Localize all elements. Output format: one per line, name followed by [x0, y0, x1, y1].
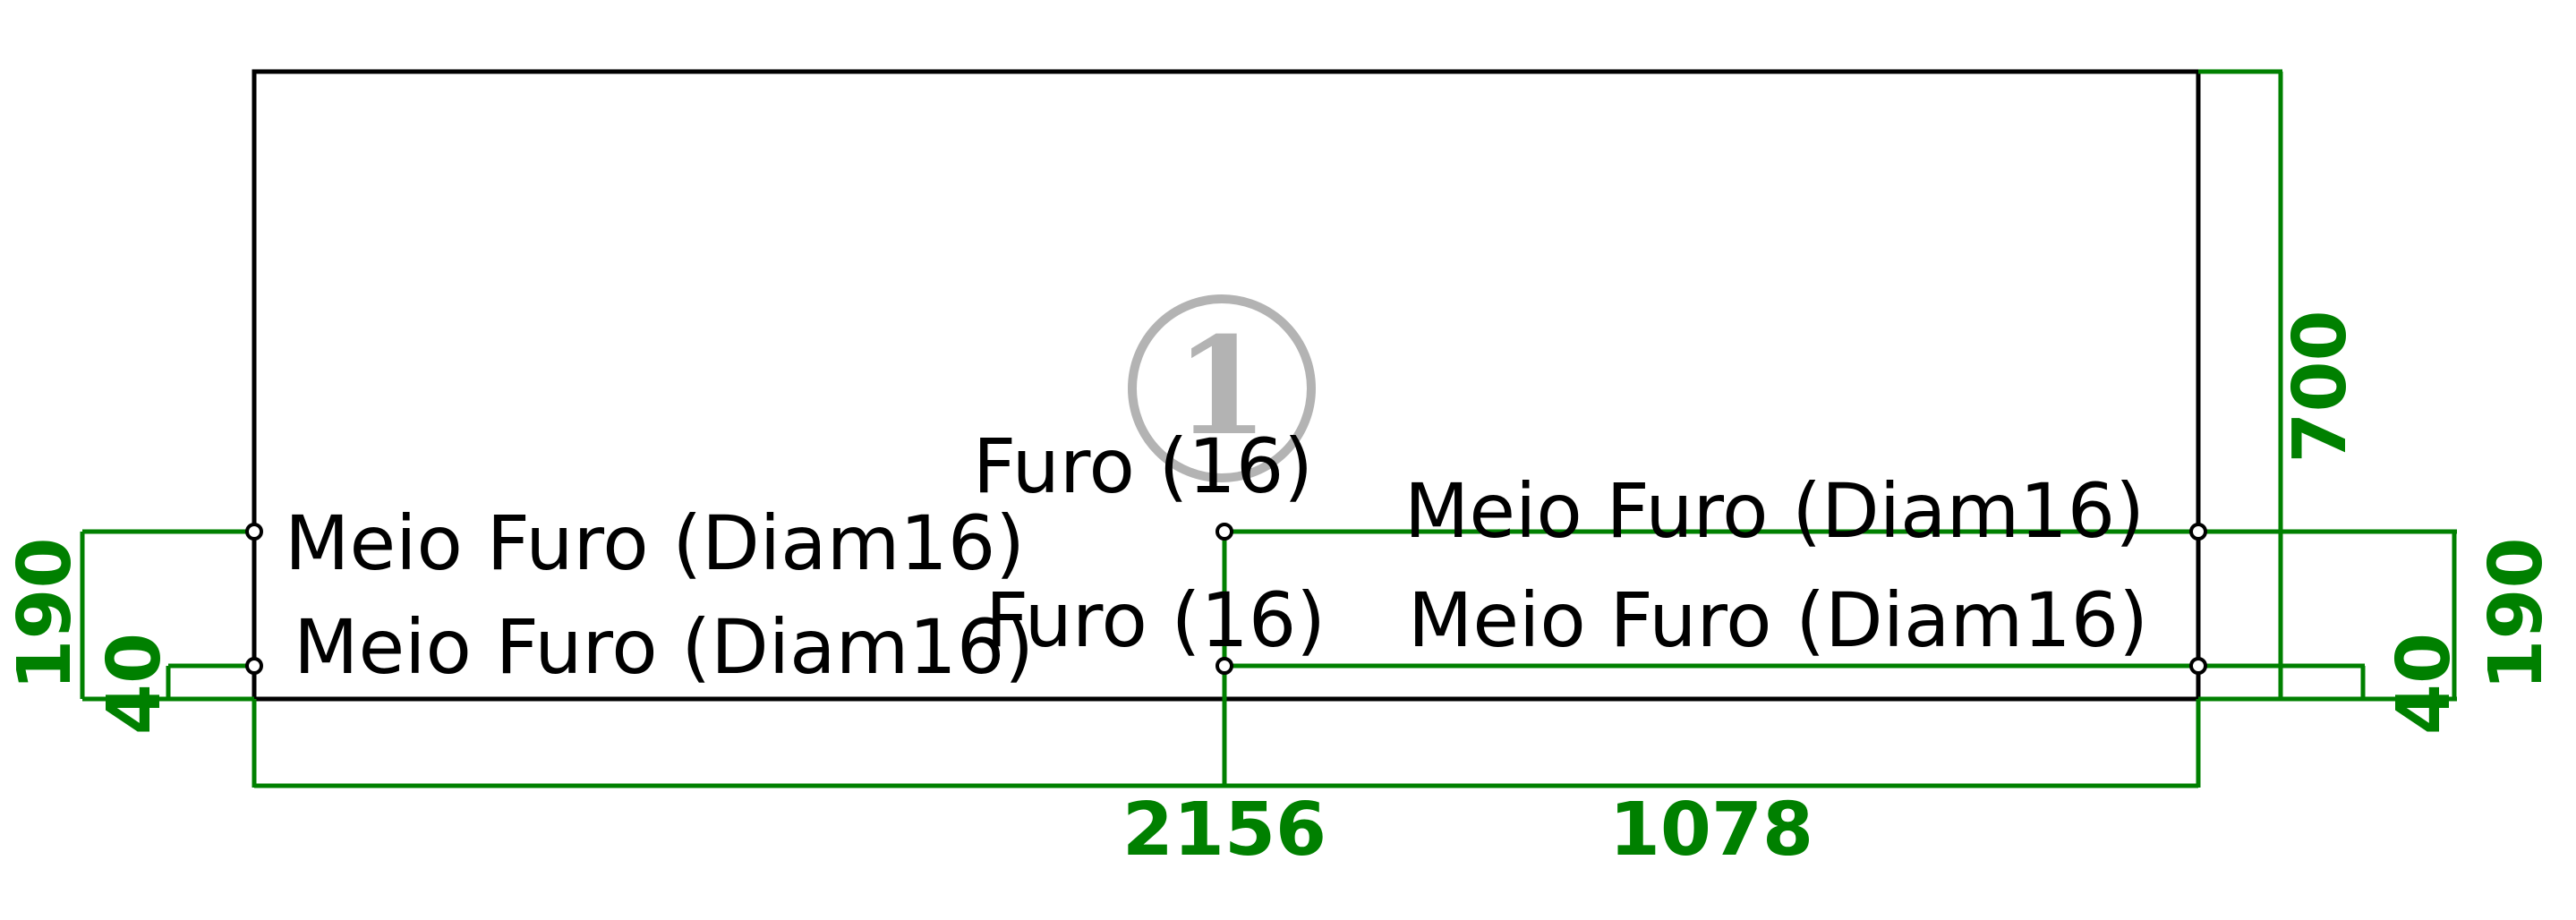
- hole-left-upper: Meio Furo (Diam16): [245, 499, 1025, 587]
- dimension-right-lower: 40: [2360, 633, 2467, 735]
- dimension-right-lower-label: 40: [2382, 633, 2467, 735]
- hole-right-upper: Meio Furo (Diam16): [1404, 467, 2207, 555]
- hole-label: Meio Furo (Diam16): [294, 603, 1034, 691]
- dimension-height-label: 700: [2278, 310, 2363, 463]
- dimension-height: 700: [2198, 69, 2457, 702]
- dimension-half-width-label: 1078: [1609, 788, 1813, 873]
- hole-left-lower: Meio Furo (Diam16): [245, 603, 1034, 691]
- hole-right-lower: Meio Furo (Diam16): [1408, 576, 2207, 675]
- hole-label: Meio Furo (Diam16): [285, 499, 1025, 587]
- dimension-left-upper: 190: [3, 529, 254, 702]
- dimension-left-lower: 40: [92, 633, 254, 735]
- hole-label: Furo (16): [973, 422, 1313, 510]
- hole-center-upper: Furo (16): [973, 422, 1313, 541]
- hole-label: Furo (16): [985, 576, 1326, 664]
- dimension-left-lower-label: 40: [92, 633, 177, 735]
- hole-marker: [1215, 523, 1233, 541]
- dimension-half-width: 1078: [1222, 529, 2457, 873]
- dimension-left-upper-label: 190: [3, 537, 88, 690]
- dimension-right-upper: 190: [2452, 532, 2559, 699]
- part-badge-number: 1: [1175, 308, 1268, 465]
- hole-marker: [245, 523, 263, 541]
- hole-marker: [245, 657, 263, 675]
- part-badge: 1: [1128, 294, 1316, 482]
- dimension-right-upper-label: 190: [2474, 537, 2559, 690]
- dimension-total-width-label: 2156: [1122, 788, 1326, 873]
- hole-marker: [2189, 657, 2207, 675]
- hole-label: Meio Furo (Diam16): [1404, 467, 2145, 555]
- dimension-total-width: 2156: [252, 699, 2201, 873]
- hole-label: Meio Furo (Diam16): [1408, 576, 2148, 664]
- part-badge-circle: [1128, 294, 1316, 482]
- hole-marker: [1215, 657, 1233, 675]
- hole-center-lower: Furo (16): [985, 576, 1326, 675]
- hole-marker: [2189, 523, 2207, 541]
